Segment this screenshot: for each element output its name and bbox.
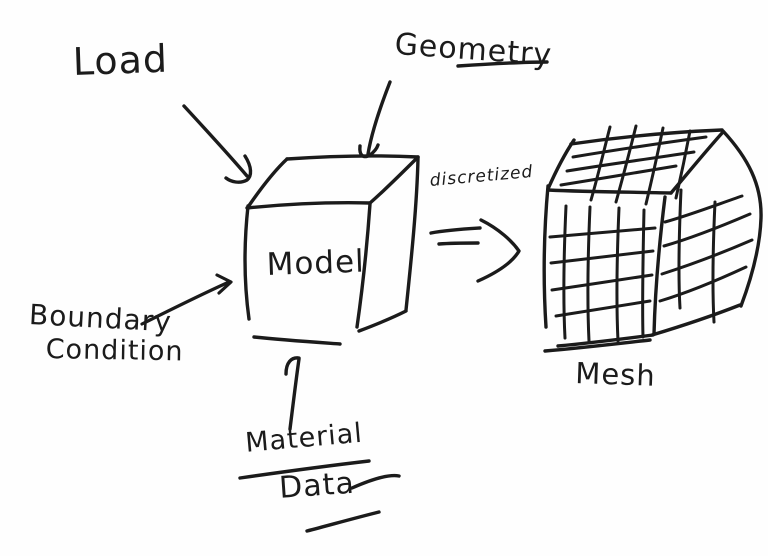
boundary-condition-label-line2: Condition [45,334,184,368]
model-label: Model [266,243,366,283]
model-cube [243,154,420,346]
load-arrow [182,104,253,184]
mesh-cube [542,128,763,353]
material-data-underlines [238,459,401,533]
discretize-hollow-arrow [429,218,521,283]
geometry-arrow [358,60,549,159]
boundary-condition-arrow [140,273,233,326]
material-data-label-line2: Data [278,465,356,506]
load-label: Load [72,36,169,84]
mesh-grid-right-face [658,188,754,324]
mesh-grid-top-face [559,124,708,206]
mesh-grid-front-face [548,204,657,343]
material-data-arrow [284,356,301,431]
mesh-label: Mesh [574,356,657,393]
